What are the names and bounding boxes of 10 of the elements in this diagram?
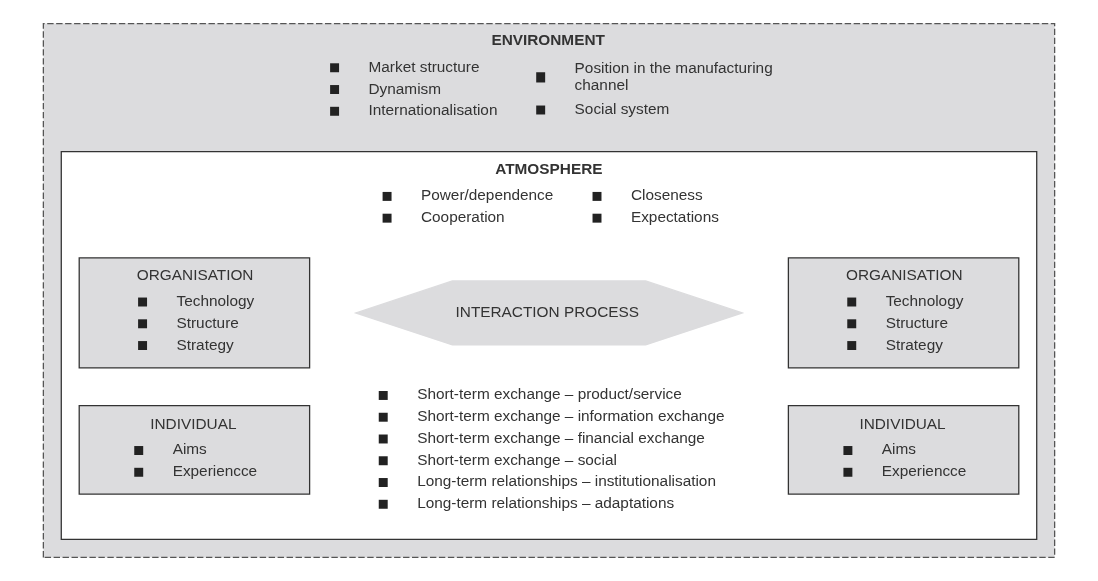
node-label: Short-term exchange – financial exchange xyxy=(417,428,705,446)
node-box: INDIVIDUAL Aims Experiencce xyxy=(78,405,311,495)
node-box: ORGANISATION Technology Structure Strategy xyxy=(78,257,311,369)
node-label: Long-term relationships – adaptations xyxy=(417,494,675,512)
node-label: Short-term exchange – information exchange xyxy=(417,407,725,425)
node-label: Short-term exchange – social xyxy=(417,450,617,468)
node-label: Long-term relationships – institutionalisation xyxy=(417,472,716,490)
node-label: Short-term exchange – product/service xyxy=(417,385,682,403)
node-box: ORGANISATION Technology Structure Strategy xyxy=(787,257,1020,369)
node-box: INDIVIDUAL Aims Experiencce xyxy=(787,405,1020,495)
